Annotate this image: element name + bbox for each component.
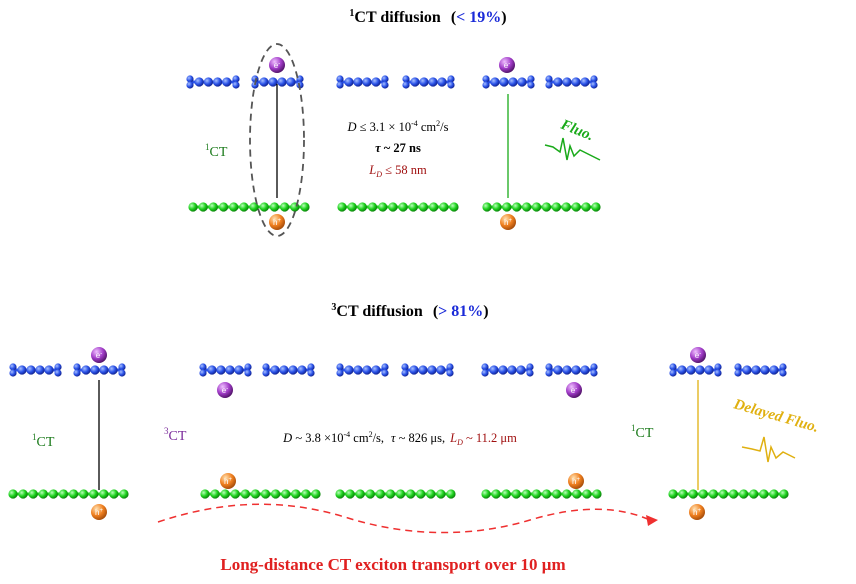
acceptor-molecule <box>251 75 304 89</box>
transport-arrowhead-icon <box>646 515 658 526</box>
top-ct-label: 1CT <box>205 142 228 160</box>
svg-text:h+: h+ <box>95 508 103 517</box>
svg-text:h+: h+ <box>504 218 512 227</box>
electron-icon: e- <box>690 347 706 363</box>
acceptor-molecule <box>402 75 455 89</box>
svg-text:e-: e- <box>571 386 577 395</box>
transport-label: Long-distance CT exciton transport over … <box>220 555 565 574</box>
hole-icon: h+ <box>220 473 236 489</box>
hole-icon: h+ <box>689 504 705 520</box>
electron-icon: e- <box>91 347 107 363</box>
top-donor-row <box>188 202 601 212</box>
svg-text:h+: h+ <box>572 477 580 486</box>
donor-molecule <box>482 202 601 212</box>
bottom-left-ct-label: 1CT <box>32 432 55 450</box>
acceptor-molecule <box>186 75 240 89</box>
svg-text:e-: e- <box>274 61 280 70</box>
bottom-acceptor-row <box>9 363 787 377</box>
svg-text:e-: e- <box>695 351 701 360</box>
charge-carriers: e-h+ e-h+ e-h+ e-h+ e-h+ e-h+ <box>91 57 706 520</box>
top-acceptor-row <box>186 75 598 89</box>
svg-text:e-: e- <box>96 351 102 360</box>
acceptor-molecule <box>482 75 535 89</box>
svg-text:h+: h+ <box>224 477 232 486</box>
svg-text:h+: h+ <box>273 218 281 227</box>
acceptor-molecule <box>73 363 126 377</box>
electron-icon: e- <box>566 382 582 398</box>
transport-arrow <box>157 503 653 534</box>
electron-icon: e- <box>269 57 285 73</box>
acceptor-molecule <box>481 363 534 377</box>
hole-icon: h+ <box>91 504 107 520</box>
acceptor-molecule <box>9 363 62 377</box>
acceptor-molecule <box>734 363 787 377</box>
acceptor-molecule <box>545 363 598 377</box>
hole-icon: h+ <box>568 473 584 489</box>
bottom-right-ct-label: 1CT <box>631 423 654 441</box>
acceptor-molecule <box>545 75 598 89</box>
fluo-wave-icon <box>544 137 601 161</box>
electron-icon: e- <box>499 57 515 73</box>
hole-icon: h+ <box>500 214 516 230</box>
acceptor-molecule <box>199 363 252 377</box>
bottom-donor-row <box>8 489 789 499</box>
ct-pair-ellipse <box>249 43 305 237</box>
delayed-fluo-label: Delayed Fluo. <box>731 396 820 436</box>
svg-text:e-: e- <box>504 61 510 70</box>
svg-text:h+: h+ <box>693 508 701 517</box>
top-diffusion-length: LD ≤ 58 nm <box>368 163 427 179</box>
donor-molecule <box>668 489 789 499</box>
top-diffusion-coefficient: D ≤ 3.1 × 10-4 cm2/s <box>347 119 449 134</box>
delayed-fluo-wave-icon <box>741 436 796 463</box>
bottom-title: 3CT diffusion(> 81%) <box>331 302 488 320</box>
donor-molecule <box>8 489 129 499</box>
acceptor-molecule <box>262 363 315 377</box>
electron-icon: e- <box>217 382 233 398</box>
donor-molecule <box>481 489 602 499</box>
donor-molecule <box>200 489 321 499</box>
acceptor-molecule <box>669 363 722 377</box>
bottom-triplet-ct-label: 3CT <box>164 426 187 444</box>
donor-molecule <box>188 202 310 212</box>
acceptor-molecule <box>336 363 389 377</box>
donor-molecule <box>337 202 459 212</box>
donor-molecule <box>335 489 456 499</box>
bottom-transport-parameters: D ~ 3.8 ×10-4 cm2/s,τ ~ 826 μs,LD ~ 11.2… <box>282 430 517 447</box>
top-lifetime: τ ~ 27 ns <box>375 141 421 155</box>
hole-icon: h+ <box>269 214 285 230</box>
svg-text:e-: e- <box>222 386 228 395</box>
top-title: 1CT diffusion(< 19%) <box>349 8 506 26</box>
acceptor-molecule <box>401 363 454 377</box>
acceptor-molecule <box>336 75 389 89</box>
